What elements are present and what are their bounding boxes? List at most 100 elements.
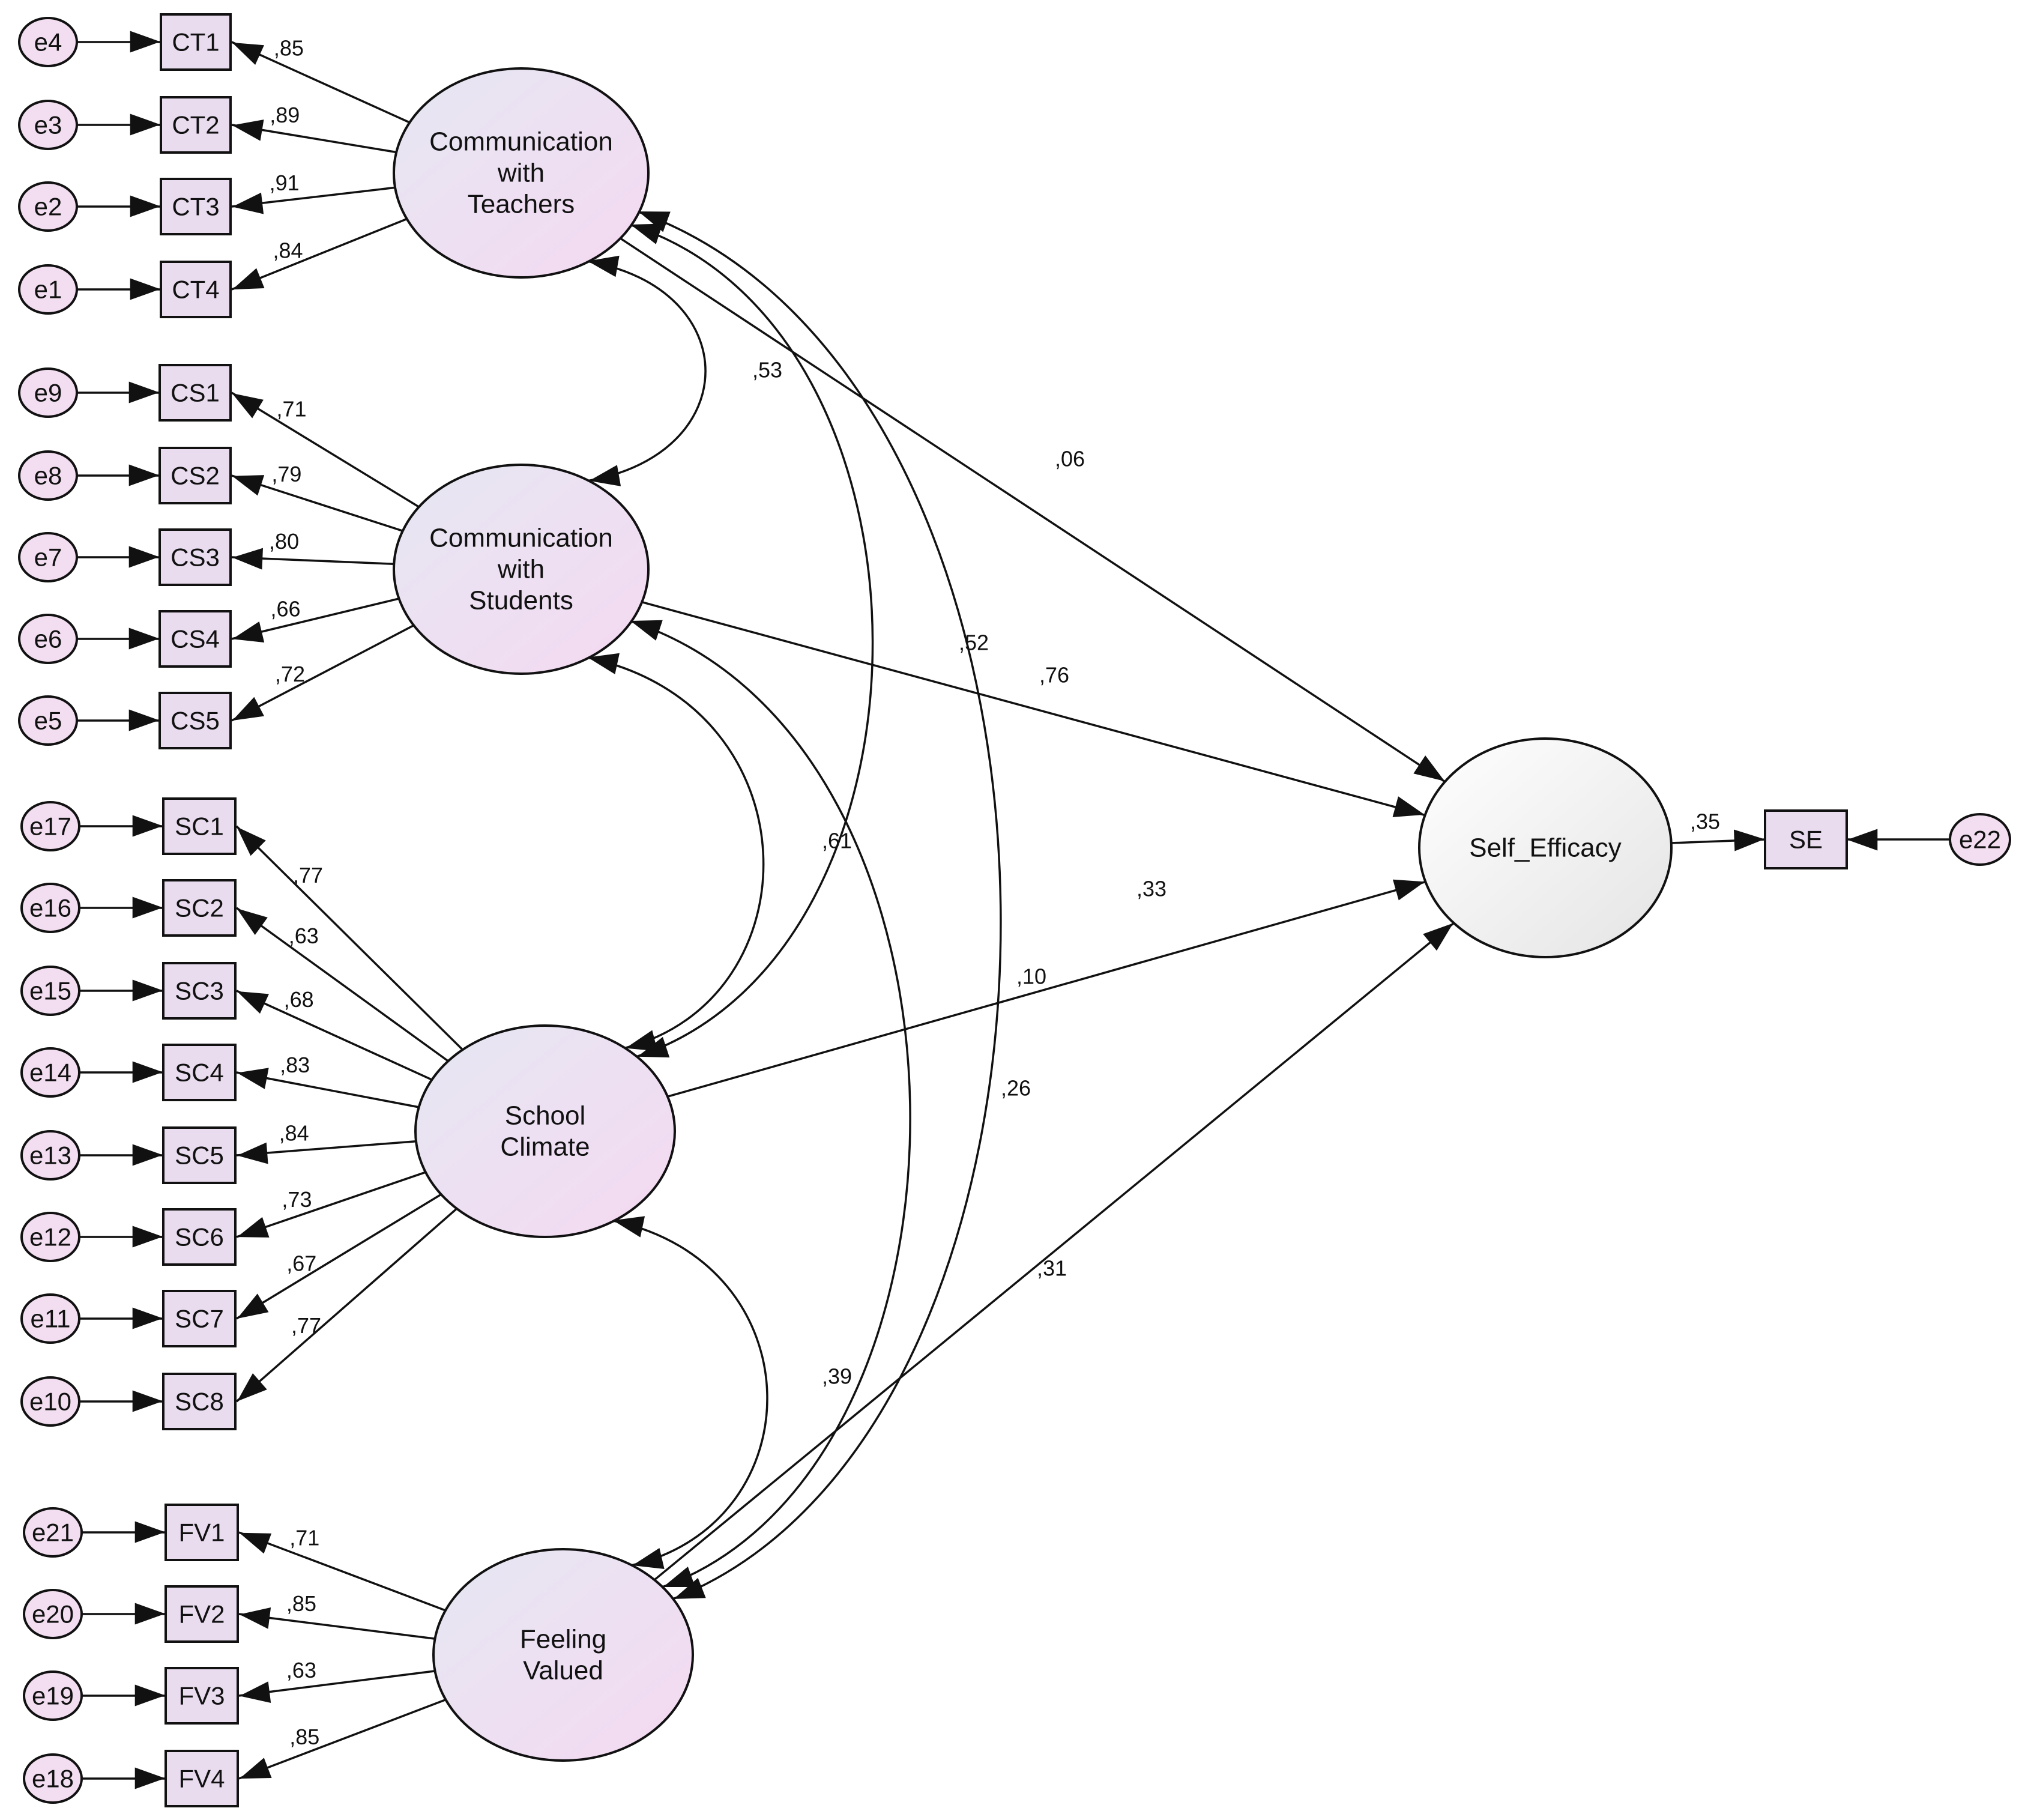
indicator-box-sc4 — [162, 1044, 237, 1101]
error-term-e13 — [20, 1130, 80, 1181]
indicator-box-fv2 — [164, 1585, 239, 1643]
indicator-label: CS5 — [171, 707, 220, 735]
error-term-label: e12 — [29, 1223, 71, 1251]
indicator-box-sc7 — [162, 1290, 237, 1347]
structural-path-ct — [620, 237, 1446, 783]
latent-label: Self_Efficacy — [1469, 833, 1622, 863]
error-term-label: e16 — [29, 894, 71, 922]
indicator-label: FV2 — [178, 1600, 225, 1628]
loading-value: ,66 — [271, 596, 301, 621]
covariance-coefficient: ,26 — [1001, 1076, 1031, 1101]
indicator-label: SC3 — [175, 977, 224, 1005]
latent-label: Communication — [429, 524, 613, 553]
indicator-box-fv1 — [164, 1504, 239, 1561]
latent-label: School — [505, 1101, 586, 1131]
indicator-box-cs1 — [158, 364, 232, 422]
error-term-e21 — [23, 1507, 83, 1558]
loading-path-sc7 — [236, 1193, 442, 1320]
indicator-label: FV3 — [178, 1682, 225, 1710]
indicator-label: CT3 — [172, 193, 219, 221]
indicator-box-fv4 — [164, 1750, 239, 1807]
loading-value: ,71 — [277, 397, 307, 422]
error-term-e22 — [1949, 813, 2011, 866]
loading-path-cs1 — [231, 392, 420, 508]
loading-value: ,85 — [289, 1725, 319, 1749]
error-term-e5 — [18, 695, 78, 746]
error-term-label: e4 — [34, 28, 62, 56]
error-term-label: e11 — [31, 1305, 71, 1333]
error-term-e7 — [18, 532, 78, 582]
indicator-box-ct4 — [160, 261, 232, 318]
structural-path-cs — [641, 601, 1426, 817]
loading-path-sc4 — [236, 1068, 420, 1108]
indicator-box-sc2 — [162, 879, 237, 937]
latent-sc — [414, 1024, 676, 1238]
latent-label: Valued — [523, 1656, 603, 1685]
error-term-e17 — [20, 801, 80, 851]
loading-path-ct4 — [231, 217, 408, 291]
loading-value: ,91 — [270, 171, 300, 195]
indicator-label: SC2 — [175, 894, 224, 922]
covariance-arc-sc-fv — [613, 1216, 768, 1569]
outcome-label: SE — [1789, 826, 1823, 854]
error-term-e2 — [18, 181, 78, 232]
error-term-label: e15 — [29, 977, 71, 1005]
indicator-box-sc3 — [162, 962, 237, 1020]
path-coefficient: ,06 — [1055, 447, 1085, 471]
error-term-label: e3 — [34, 111, 62, 139]
loading-path-cs5 — [231, 624, 415, 722]
error-term-e16 — [20, 883, 80, 933]
latent-label: Communication — [429, 127, 613, 157]
error-term-e12 — [20, 1212, 80, 1262]
error-term-e3 — [18, 100, 78, 150]
error-term-label: e8 — [34, 462, 62, 490]
covariance-arc-cs-sc — [587, 653, 765, 1051]
indicator-label: CS1 — [171, 379, 220, 407]
indicator-label: FV4 — [178, 1765, 225, 1793]
error-term-e18 — [23, 1753, 83, 1804]
error-term-label: e19 — [32, 1682, 74, 1710]
loading-value: ,77 — [293, 863, 323, 887]
loading-value: ,84 — [273, 238, 303, 262]
error-term-label: e5 — [34, 707, 62, 735]
indicator-box-cs4 — [158, 610, 232, 668]
loading-path-cs2 — [231, 474, 403, 532]
error-term-e20 — [23, 1589, 83, 1639]
outcome-loading-path — [1671, 829, 1766, 851]
loading-value: ,89 — [270, 103, 300, 127]
error-term-label: e22 — [1959, 826, 2001, 854]
latent-label: Students — [469, 586, 573, 615]
loading-value: ,79 — [271, 462, 301, 486]
outcome-box-se — [1764, 809, 1848, 869]
structural-path-fv — [653, 922, 1455, 1581]
loading-path-cs4 — [231, 597, 399, 642]
error-term-e9 — [18, 367, 78, 418]
loading-value: ,77 — [291, 1313, 321, 1338]
indicator-box-cs2 — [158, 447, 232, 504]
latent-label: Climate — [500, 1132, 590, 1162]
error-term-label: e9 — [34, 379, 62, 407]
error-term-e1 — [18, 264, 78, 315]
indicator-box-sc6 — [162, 1208, 237, 1266]
indicator-box-ct3 — [160, 178, 232, 235]
indicator-label: SC4 — [175, 1059, 224, 1087]
loading-path-cs3 — [231, 548, 394, 570]
loading-path-fv1 — [238, 1531, 446, 1612]
loading-value: ,73 — [282, 1187, 312, 1212]
loading-path-ct3 — [231, 186, 396, 214]
loading-value: ,67 — [286, 1251, 316, 1275]
error-term-label: e2 — [34, 193, 62, 221]
indicator-box-sc1 — [162, 797, 237, 855]
loading-value: ,84 — [279, 1121, 309, 1146]
indicator-label: CT4 — [172, 276, 219, 304]
error-term-label: e18 — [32, 1765, 74, 1793]
indicator-label: CT2 — [172, 111, 219, 139]
error-term-e19 — [23, 1670, 83, 1721]
error-term-e14 — [20, 1047, 80, 1098]
covariance-coefficient: ,39 — [822, 1364, 852, 1389]
error-term-e4 — [18, 17, 78, 67]
loading-path-sc1 — [235, 825, 463, 1051]
latent-label: Teachers — [468, 190, 575, 219]
loading-value: ,85 — [286, 1591, 316, 1616]
